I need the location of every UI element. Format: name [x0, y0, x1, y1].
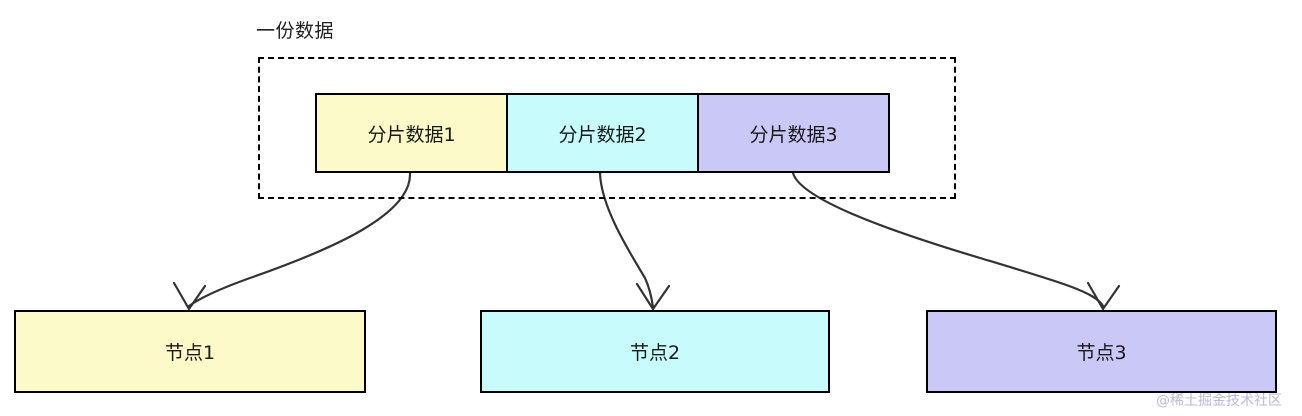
shard-box-2[interactable]: 分片数据2: [506, 95, 697, 171]
data-group-boundary: [258, 57, 956, 199]
node-box-2[interactable]: 节点2: [480, 310, 830, 393]
shard-box-1[interactable]: 分片数据1: [317, 95, 506, 171]
group-title: 一份数据: [256, 20, 335, 42]
node-box-1[interactable]: 节点1: [14, 310, 366, 393]
shard-box-3[interactable]: 分片数据3: [697, 95, 888, 171]
edge-arrowhead-node3: [1086, 281, 1121, 312]
watermark: @稀土掘金技术社区: [1156, 393, 1282, 409]
shard-strip: 分片数据1 分片数据2 分片数据3: [315, 93, 890, 173]
node-box-3[interactable]: 节点3: [926, 310, 1277, 393]
edge-arrowhead-node1: [172, 281, 207, 312]
edge-arrowhead-node2: [635, 282, 671, 311]
